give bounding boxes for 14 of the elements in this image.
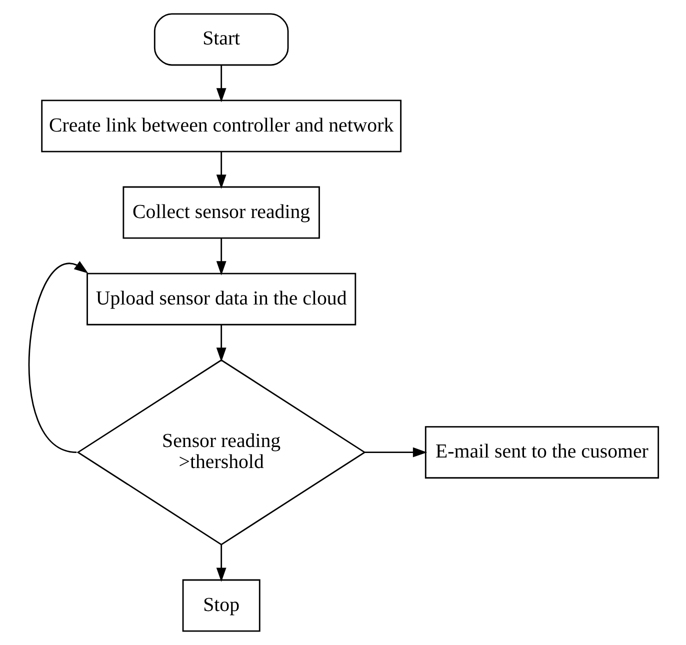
node-box: Collect sensor reading [122,186,320,239]
arrow [216,65,226,102]
node-box: Create link between controller and network [40,100,402,152]
node-box: Stop [182,579,260,632]
node-box: Upload sensor data in the cloud [86,272,356,326]
node-box: Start [153,13,288,66]
arrow [216,544,226,582]
arrow [216,152,226,189]
arrow [28,261,88,453]
node-diamond: Sensor reading >thershold [76,359,366,546]
arrow [216,324,226,362]
node-box: E-mail sent to the cusomer [424,426,659,479]
arrow [364,447,427,458]
arrow [216,238,226,276]
